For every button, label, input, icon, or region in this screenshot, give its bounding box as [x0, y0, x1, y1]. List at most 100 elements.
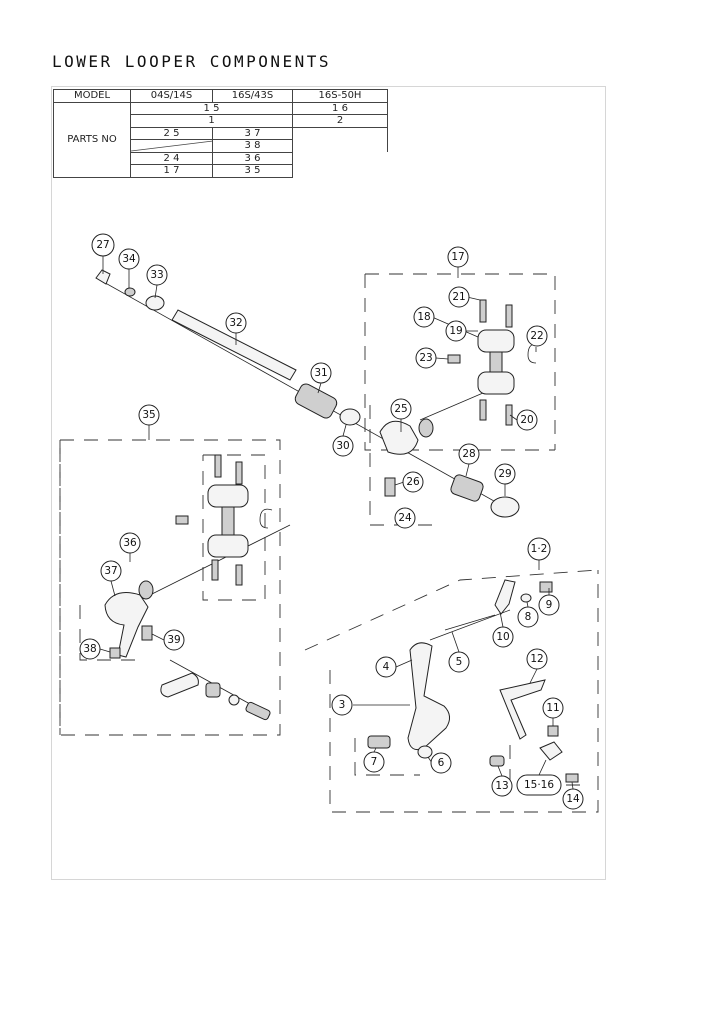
holder-36-upper-icon	[207, 484, 249, 508]
group-7-boundary	[354, 738, 420, 776]
callout-label: 7	[371, 756, 378, 768]
callout-circle	[100, 560, 122, 582]
callout-label: 29	[498, 468, 511, 480]
callout-circle	[527, 537, 551, 561]
callout-7: 7	[363, 751, 385, 773]
callout-circle	[91, 233, 115, 257]
leader-line	[110, 580, 116, 597]
screw-26-icon	[384, 477, 396, 497]
screw-20b-icon	[505, 404, 513, 426]
callout-label: 4	[383, 661, 390, 673]
callout-circle	[390, 398, 412, 420]
washer-icon	[228, 694, 240, 706]
spring-icon	[259, 508, 273, 529]
callout-4: 4	[375, 656, 397, 678]
looper-35-parts	[104, 454, 273, 721]
callout-circle	[225, 312, 247, 334]
callout-label: 15·16	[524, 779, 554, 791]
callout-label: 28	[462, 448, 475, 460]
crank-25-icon	[379, 420, 419, 455]
screw-icon	[175, 515, 189, 525]
leader-line	[499, 611, 504, 628]
callout-label: 12	[530, 653, 543, 665]
callout-circle	[526, 325, 548, 347]
callout-label: 36	[123, 537, 137, 549]
leader-line	[395, 659, 413, 668]
callout-label: 1·2	[531, 543, 548, 555]
group-36-boundary	[202, 454, 266, 601]
callout-label: 5	[456, 656, 463, 668]
callout-circle	[79, 638, 101, 660]
leader-line	[529, 668, 538, 684]
callout-label: 23	[419, 352, 432, 364]
callout-circle	[516, 409, 538, 431]
table-row: 1 2	[54, 114, 388, 128]
table-cell-diagonal	[130, 139, 213, 153]
leader-line	[99, 648, 111, 653]
callout-label: 19	[449, 325, 462, 337]
table-cell-empty	[292, 164, 388, 177]
callout-circle	[146, 264, 168, 286]
link-axis	[429, 609, 511, 641]
leader-line	[154, 284, 158, 299]
callout-label: 32	[229, 317, 242, 329]
callout-circle	[138, 404, 160, 426]
leader-line	[317, 382, 322, 394]
spring-22-icon	[527, 343, 541, 364]
looper-12-icon	[499, 679, 546, 740]
holder-36-lower-icon	[207, 534, 249, 558]
callout-30: 30	[332, 435, 354, 457]
callout-label: 8	[525, 611, 532, 623]
callout-25: 25	[390, 398, 412, 420]
diagonal-line	[131, 140, 213, 152]
callout-label: 26	[406, 476, 420, 488]
callout-label: 20	[520, 414, 533, 426]
washer-33-icon	[145, 295, 165, 311]
callout-circle	[447, 246, 469, 268]
callout-label: 22	[530, 330, 543, 342]
group-1-2-boundary	[329, 570, 599, 813]
shaft-32-icon	[171, 309, 297, 381]
callout-13: 13	[491, 775, 513, 797]
table-row: 2 4 3 6	[54, 151, 388, 165]
screw-icon	[235, 564, 243, 586]
table-row: 3 8	[54, 139, 388, 153]
callout-circle	[375, 656, 397, 678]
bushing-28-icon	[450, 474, 484, 502]
leader-line	[571, 781, 574, 790]
callout-circle	[402, 471, 424, 493]
callout-1-2: 1·2	[527, 537, 551, 561]
callout-circle	[363, 751, 385, 773]
rod-icon	[160, 672, 199, 698]
holder-36-neck-icon	[221, 506, 235, 536]
leader-line	[435, 357, 449, 360]
group-1-2-boundary-top	[304, 569, 599, 651]
holder-lower-icon	[477, 371, 515, 395]
screw-7-icon	[367, 735, 391, 749]
callout-circle	[415, 347, 437, 369]
holder-axis	[419, 389, 491, 421]
screw-39-icon	[141, 625, 153, 641]
callout-21: 21	[448, 286, 470, 308]
looper-1-2-parts	[367, 579, 579, 783]
callout-20: 20	[516, 409, 538, 431]
page-title: LOWER LOOPER COMPONENTS	[52, 52, 332, 71]
leader-line	[451, 631, 460, 653]
callout-circle	[458, 443, 480, 465]
callout-11: 11	[542, 697, 564, 719]
screw-27-icon	[95, 269, 111, 285]
callout-circle	[448, 651, 470, 673]
pin-5-icon	[444, 614, 496, 631]
callout-22: 22	[526, 325, 548, 347]
callout-circle	[310, 362, 332, 384]
callout-label: 18	[417, 311, 430, 323]
leader-line	[538, 759, 547, 776]
screw-21b-icon	[505, 304, 513, 328]
callout-19: 19	[445, 320, 467, 342]
washer-8-icon	[520, 593, 532, 603]
leader-line	[151, 633, 165, 641]
callout-label: 25	[394, 403, 407, 415]
holder-17-parts	[447, 299, 541, 426]
screw-23-icon	[447, 354, 461, 364]
callout-circle	[542, 697, 564, 719]
